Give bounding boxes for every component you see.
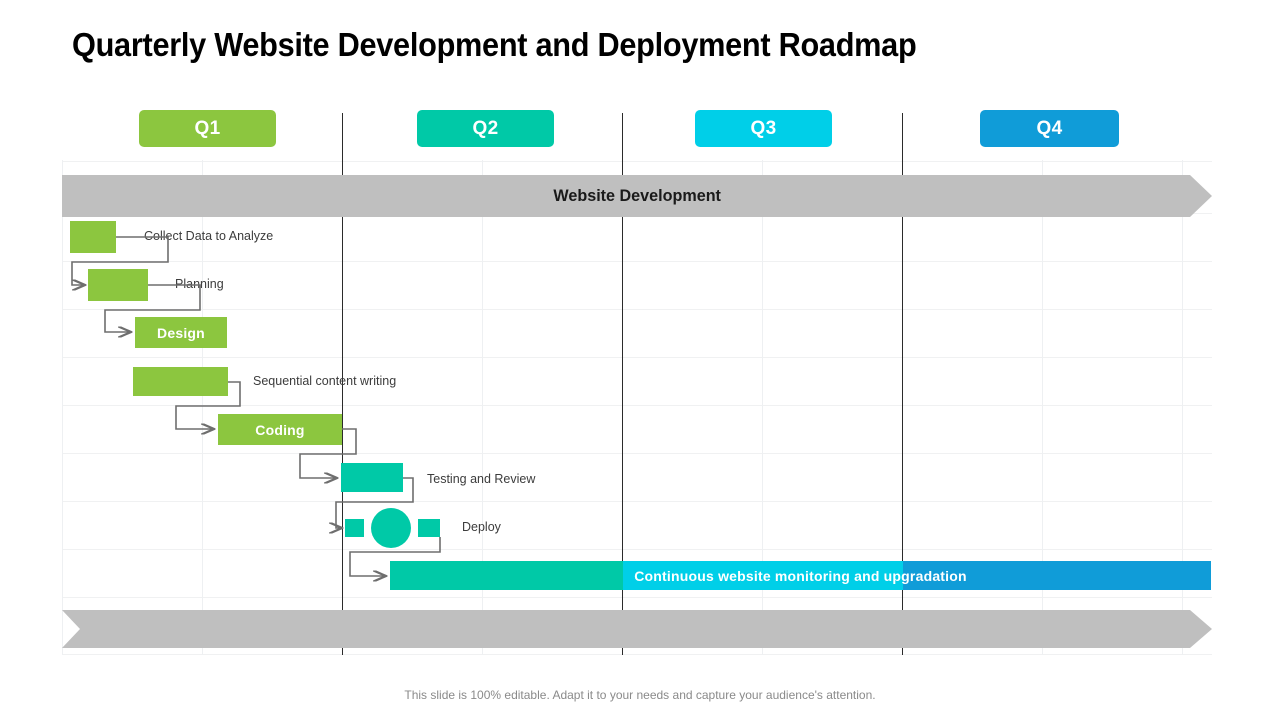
continuous-bar-label: Continuous website monitoring and upgrad… bbox=[634, 567, 967, 584]
grid-hline bbox=[62, 597, 1212, 598]
task-label-testing-and-review: Testing and Review bbox=[427, 472, 536, 486]
quarter-chip-q3[interactable]: Q3 bbox=[695, 110, 832, 147]
phase-banner-label: Website Development bbox=[553, 186, 721, 205]
grid-hline bbox=[62, 161, 1212, 162]
deploy-milestone-circle[interactable] bbox=[371, 508, 411, 548]
quarter-divider-line bbox=[342, 113, 343, 655]
task-label-sequential-content-writing: Sequential content writing bbox=[253, 374, 397, 388]
quarter-chip-label: Q4 bbox=[1036, 117, 1063, 139]
grid-hline bbox=[62, 654, 1212, 655]
grid-hline bbox=[62, 261, 1212, 262]
quarter-chip-q1[interactable]: Q1 bbox=[139, 110, 276, 147]
task-bar-inline-label: Coding bbox=[255, 421, 305, 438]
grid-vline-light bbox=[1042, 160, 1043, 655]
grid-hline bbox=[62, 549, 1212, 550]
task-bar-design[interactable]: Design bbox=[135, 317, 227, 348]
task-bar-planning[interactable] bbox=[88, 269, 148, 301]
task-label-collect-data-to-analyze: Collect Data to Analyze bbox=[144, 229, 274, 243]
grid-hline bbox=[62, 453, 1212, 454]
grid-hline bbox=[62, 405, 1212, 406]
grid-vline-light bbox=[62, 160, 63, 655]
quarter-chip-q2[interactable]: Q2 bbox=[417, 110, 554, 147]
continuous-bar-q4-segment bbox=[903, 561, 1211, 590]
deploy-right-stub bbox=[418, 519, 440, 537]
grid-vline-light bbox=[1182, 160, 1183, 655]
grid-vline-light bbox=[762, 160, 763, 655]
continuous-bar-track[interactable]: Continuous website monitoring and upgrad… bbox=[390, 561, 1211, 590]
continuous-bar-q3-segment bbox=[623, 561, 903, 590]
footer-note: This slide is 100% editable. Adapt it to… bbox=[404, 688, 876, 702]
page-title: Quarterly Website Development and Deploy… bbox=[72, 26, 917, 63]
quarter-divider-line bbox=[622, 113, 623, 655]
task-bar-sequential-content-writing[interactable] bbox=[133, 367, 228, 396]
quarter-chip-label: Q2 bbox=[472, 117, 499, 139]
timeline-footer-banner bbox=[62, 610, 1212, 648]
task-bar-testing-and-review[interactable] bbox=[341, 463, 403, 492]
quarter-chip-label: Q3 bbox=[750, 117, 777, 139]
task-label-deploy: Deploy bbox=[462, 520, 501, 534]
quarter-chip-q4[interactable]: Q4 bbox=[980, 110, 1119, 147]
deploy-left-stub bbox=[345, 519, 364, 537]
task-bar-coding[interactable]: Coding bbox=[218, 414, 342, 445]
task-label-planning: Planning bbox=[175, 277, 224, 291]
grid-hline bbox=[62, 357, 1212, 358]
quarter-divider-line bbox=[902, 113, 903, 655]
task-bar-inline-label: Design bbox=[157, 324, 205, 341]
grid-hline bbox=[62, 501, 1212, 502]
task-bar-collect-data-to-analyze[interactable] bbox=[70, 221, 116, 253]
continuous-bar-q2-segment bbox=[390, 561, 623, 590]
grid-hline bbox=[62, 309, 1212, 310]
quarter-chip-label: Q1 bbox=[194, 117, 221, 139]
phase-banner-website-development: Website Development bbox=[62, 175, 1212, 217]
grid-vline-light bbox=[482, 160, 483, 655]
